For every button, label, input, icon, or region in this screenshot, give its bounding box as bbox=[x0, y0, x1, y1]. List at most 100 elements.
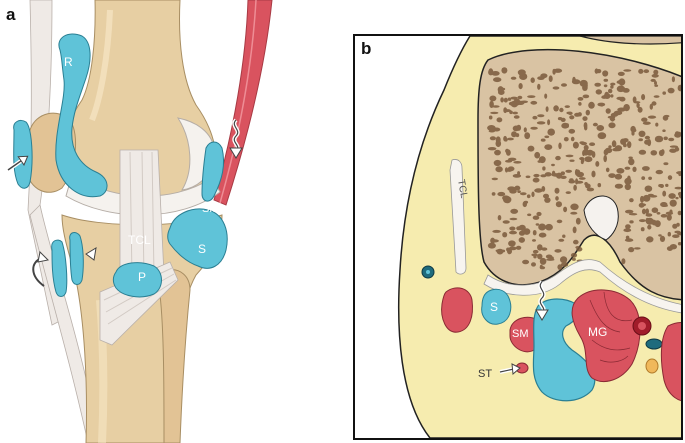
bone-pore bbox=[516, 124, 522, 131]
bone-pore bbox=[677, 210, 681, 216]
bone-pore bbox=[557, 264, 563, 270]
bursa-lateral bbox=[13, 119, 33, 189]
bone-pore bbox=[672, 223, 678, 229]
bone-pore bbox=[578, 177, 586, 180]
bone-pore bbox=[630, 125, 636, 133]
bone-pore bbox=[553, 68, 563, 73]
bone-pore bbox=[650, 150, 658, 156]
bone-pore bbox=[531, 191, 535, 198]
bone-pore bbox=[503, 109, 511, 113]
bone-pore bbox=[489, 95, 497, 102]
bone-pore bbox=[659, 184, 664, 188]
bone-pore bbox=[510, 76, 517, 80]
bone-pore bbox=[508, 240, 516, 247]
bone-pore bbox=[624, 177, 632, 185]
bone-pore bbox=[531, 253, 538, 257]
bone-pore bbox=[536, 211, 542, 217]
bone-pore bbox=[582, 94, 590, 99]
bone-pore bbox=[532, 177, 540, 183]
bone-pore bbox=[654, 81, 657, 85]
bone-pore bbox=[561, 83, 567, 87]
bone-pore bbox=[633, 101, 641, 104]
bone-pore bbox=[562, 234, 566, 238]
bone-pore bbox=[502, 220, 510, 224]
panel-b-letter: b bbox=[361, 39, 371, 58]
bone-pore bbox=[645, 213, 653, 217]
bone-pore bbox=[532, 239, 536, 242]
bone-pore bbox=[655, 122, 659, 127]
bone-pore bbox=[509, 189, 517, 194]
bone-pore bbox=[539, 257, 547, 265]
bone-pore bbox=[638, 149, 647, 155]
bone-pore bbox=[560, 117, 566, 122]
bone-pore bbox=[585, 183, 591, 189]
bone-pore bbox=[608, 88, 613, 94]
bursa-p bbox=[112, 262, 162, 298]
bone-pore bbox=[671, 76, 676, 83]
bone-pore bbox=[588, 101, 595, 109]
bone-pore bbox=[592, 122, 598, 127]
bone-pore bbox=[540, 73, 548, 79]
bone-pore bbox=[665, 211, 674, 215]
bone-pore bbox=[583, 122, 588, 129]
bone-pore bbox=[565, 169, 572, 173]
bone-pore bbox=[541, 247, 548, 251]
bone-pore bbox=[536, 121, 546, 125]
bone-pore bbox=[491, 177, 498, 181]
bone-pore bbox=[487, 147, 497, 151]
bone-pore bbox=[638, 68, 644, 74]
bone-pore bbox=[551, 163, 555, 167]
bone-pore bbox=[527, 213, 532, 217]
bone-pore bbox=[662, 115, 669, 121]
bone-pore bbox=[518, 224, 526, 231]
bone-pore bbox=[623, 228, 632, 233]
arrow-lateral bbox=[6, 155, 29, 172]
bone-pore bbox=[611, 140, 617, 148]
bone-pore bbox=[583, 148, 589, 156]
bone-pore bbox=[586, 187, 595, 192]
bursa-r bbox=[55, 33, 108, 198]
label-p: P bbox=[138, 270, 146, 284]
bone-pore bbox=[521, 230, 528, 234]
bone-pore bbox=[523, 127, 527, 133]
bone-pore bbox=[530, 77, 535, 83]
bone-pore bbox=[496, 117, 503, 123]
bone-pore bbox=[618, 78, 626, 86]
bone-pore bbox=[596, 125, 605, 131]
bone-pore bbox=[535, 223, 540, 226]
bone-pore bbox=[605, 147, 613, 154]
bone-pore bbox=[642, 166, 650, 171]
bone-pore bbox=[514, 185, 521, 191]
bone-pore bbox=[667, 87, 675, 94]
bone-pore bbox=[538, 232, 547, 238]
bursa-fibular bbox=[51, 239, 68, 297]
bone-pore bbox=[532, 249, 539, 254]
bone-pore bbox=[662, 129, 666, 132]
bone-pore bbox=[628, 158, 635, 166]
bone-pore bbox=[522, 259, 530, 265]
bone-pore bbox=[504, 167, 509, 173]
bone-pore bbox=[513, 161, 522, 164]
bone-pore bbox=[656, 212, 661, 215]
bone-pore bbox=[495, 166, 503, 173]
bone-pore bbox=[487, 242, 496, 249]
bone-pore bbox=[561, 122, 569, 129]
label-sm-b: SM bbox=[512, 328, 529, 340]
bone-pore bbox=[650, 78, 656, 82]
bone-pore bbox=[582, 116, 588, 121]
panel-a: a bbox=[6, 0, 273, 443]
bone-pore bbox=[563, 260, 567, 266]
bone-pore bbox=[559, 107, 564, 113]
bone-pore bbox=[525, 175, 531, 179]
bone-pore bbox=[602, 70, 609, 77]
intercondylar-notch bbox=[583, 195, 619, 241]
bone-pore bbox=[605, 167, 610, 173]
bone-pore bbox=[530, 100, 538, 105]
medial-gastrocnemius bbox=[571, 289, 641, 382]
meniscus bbox=[65, 174, 221, 216]
bone-pore bbox=[662, 190, 667, 197]
bone-pore bbox=[554, 187, 560, 194]
bone-pore bbox=[600, 103, 604, 107]
bone-pore bbox=[645, 217, 649, 224]
bone-pore bbox=[625, 209, 634, 214]
